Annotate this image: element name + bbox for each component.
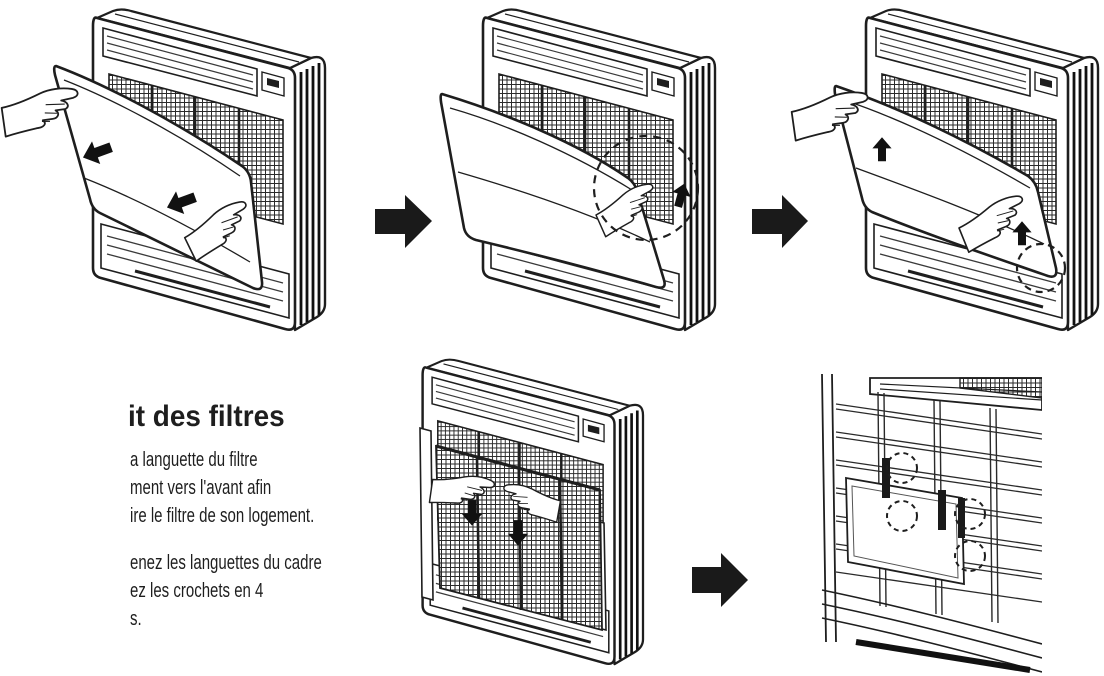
detail-highlight-circle xyxy=(1015,242,1067,294)
instruction-line: a languette du filtre xyxy=(130,449,258,471)
figure-step-3 xyxy=(789,8,1100,332)
arrow-right-icon xyxy=(752,195,808,248)
arrow-right-icon xyxy=(375,195,432,248)
figure-step-5-detail xyxy=(808,372,1042,674)
instruction-step-1: a languette du filtre ment vers l'avant … xyxy=(130,446,314,530)
detail-highlight-circle xyxy=(592,134,700,242)
hook-highlight-circle xyxy=(886,452,918,484)
instruction-line: enez les languettes du cadre xyxy=(130,552,322,574)
instruction-step-2: enez les languettes du cadre ez les croc… xyxy=(130,549,322,633)
instruction-line: s. xyxy=(130,608,142,630)
hook-highlight-circle xyxy=(886,500,918,532)
section-heading: it des filtres xyxy=(128,400,285,433)
front-panel xyxy=(439,92,666,289)
figure-step-4 xyxy=(419,358,645,666)
figure-step-1 xyxy=(0,8,327,332)
figure-step-2 xyxy=(439,8,717,332)
instruction-line: ez les crochets en 4 xyxy=(130,580,264,602)
hook-highlight-circle xyxy=(954,498,986,530)
instruction-line: ment vers l'avant afin xyxy=(130,477,272,499)
arrow-right-icon xyxy=(692,553,748,607)
hook-highlight-circle xyxy=(954,540,986,572)
instruction-line: ire le filtre de son logement. xyxy=(130,505,315,527)
